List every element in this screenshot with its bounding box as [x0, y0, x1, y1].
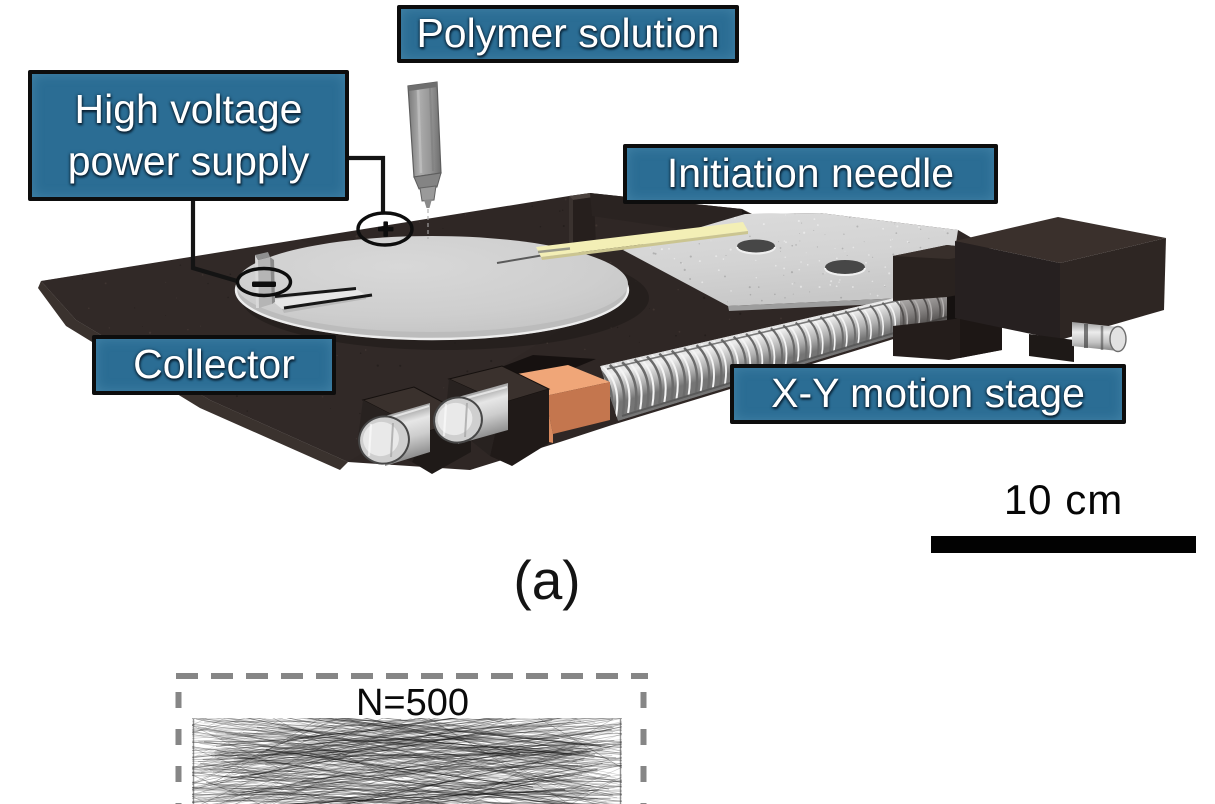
- label-xy-motion-stage: X-Y motion stage: [730, 364, 1126, 424]
- scale-bar-label: 10 cm: [1003, 476, 1124, 523]
- label-polymer-solution: Polymer solution: [397, 5, 739, 63]
- label-initiation-needle-text: Initiation needle: [666, 150, 955, 197]
- electrode-negative: [235, 266, 293, 298]
- label-xy-motion-stage-text: X-Y motion stage: [771, 370, 1085, 417]
- label-collector-text: Collector: [133, 341, 295, 388]
- inset-box: [175, 673, 648, 804]
- polymer-syringe: [407, 81, 442, 239]
- hv-wire-positive: [349, 155, 386, 213]
- panel-caption: (a): [513, 549, 581, 611]
- scale-bar: [931, 536, 1196, 553]
- label-high-voltage-line1: High voltage: [74, 86, 303, 133]
- minus-icon: [252, 281, 276, 287]
- plus-icon: [378, 221, 394, 237]
- label-high-voltage-text: High voltage power supply: [68, 84, 310, 187]
- inset-fiber-count-label: N=500: [355, 682, 470, 724]
- electrode-positive: [356, 211, 414, 247]
- support-pins: [358, 365, 551, 474]
- hv-wire-negative: [190, 201, 238, 284]
- label-polymer-solution-text: Polymer solution: [416, 10, 720, 57]
- motor-assembly: [893, 217, 1166, 362]
- initiation-needle-blade: [536, 222, 748, 260]
- label-high-voltage-power-supply: High voltage power supply: [28, 70, 349, 201]
- label-collector: Collector: [92, 335, 336, 395]
- label-high-voltage-line2: power supply: [67, 137, 310, 184]
- collector-disc: [234, 236, 649, 350]
- fiber-mat: [192, 718, 622, 804]
- label-initiation-needle: Initiation needle: [623, 144, 998, 204]
